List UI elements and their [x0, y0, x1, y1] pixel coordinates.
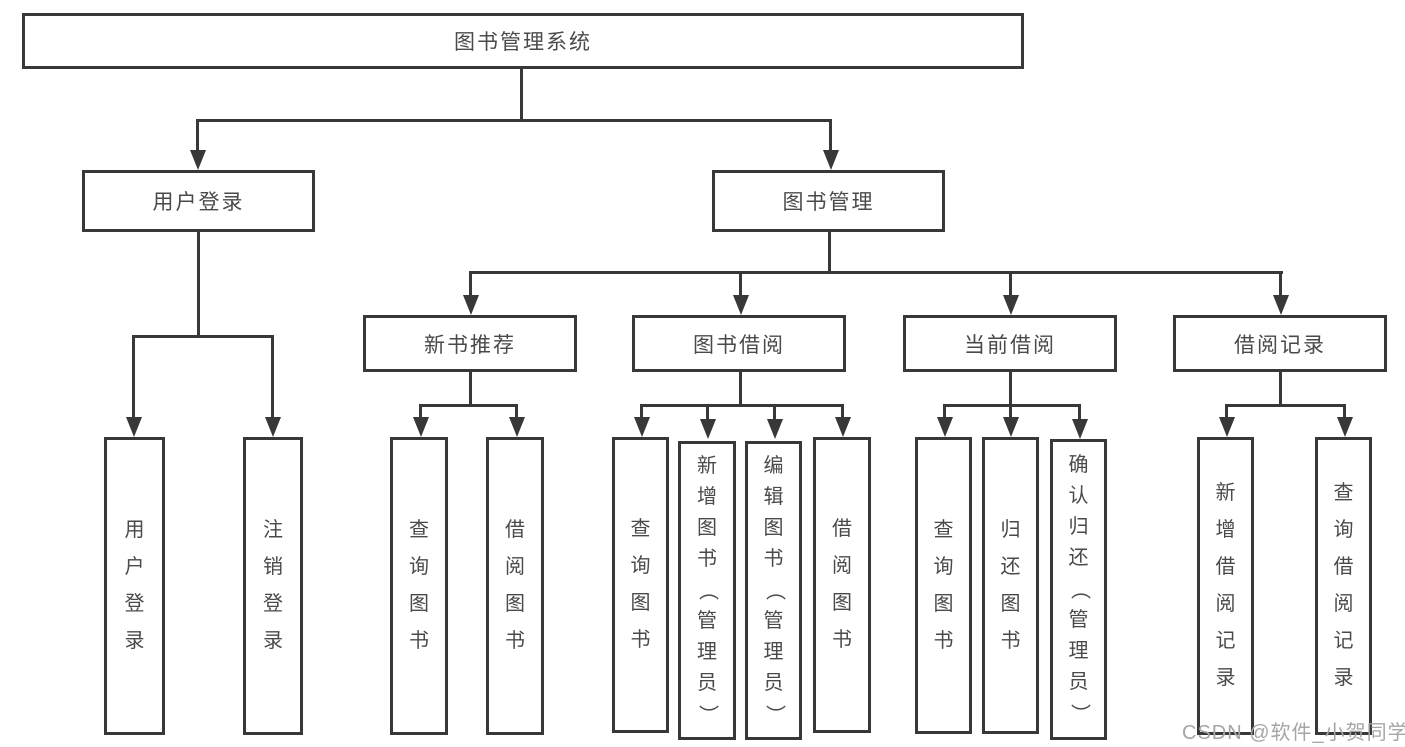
- leaf-records-add-record: 新增借阅记录: [1197, 437, 1254, 735]
- connector-line: [640, 404, 643, 419]
- leaf-newbooks-borrow-book: 借阅图书: [486, 437, 544, 735]
- arrow-down-icon: [767, 419, 783, 439]
- connector-line: [841, 404, 844, 419]
- connector-line: [1343, 404, 1346, 419]
- connector-line: [419, 404, 422, 419]
- leaf-current-query-book-label: 查询图书: [933, 518, 954, 652]
- leaf-records-query-record-label: 查询借阅记录: [1333, 482, 1354, 689]
- arrow-down-icon: [937, 417, 953, 437]
- connector-line: [196, 119, 199, 152]
- arrow-down-icon: [126, 417, 142, 437]
- leaf-logout: 注销登录: [243, 437, 303, 735]
- node-user-login: 用户登录: [82, 170, 315, 232]
- node-current-borrow-label: 当前借阅: [964, 333, 1056, 357]
- connector-line: [739, 271, 742, 297]
- leaf-borrowing-add-book-admin-label: 新增图书（管理员）: [696, 455, 719, 725]
- node-book-borrow: 图书借阅: [632, 315, 846, 372]
- arrow-down-icon: [823, 150, 839, 170]
- connector-line: [943, 404, 946, 419]
- connector-line: [829, 119, 832, 152]
- leaf-current-return-book-label: 归还图书: [1000, 518, 1021, 652]
- connector-line: [1009, 271, 1012, 297]
- arrow-down-icon: [265, 417, 281, 437]
- leaf-current-return-book: 归还图书: [982, 437, 1039, 734]
- connector-line: [706, 404, 709, 419]
- arrow-down-icon: [835, 417, 851, 437]
- arrow-down-icon: [509, 417, 525, 437]
- arrow-down-icon: [413, 417, 429, 437]
- connector-line: [196, 119, 832, 122]
- leaf-records-query-record: 查询借阅记录: [1315, 437, 1372, 735]
- connector-line: [515, 404, 518, 419]
- leaf-borrowing-edit-book-admin: 编辑图书（管理员）: [745, 441, 802, 740]
- connector-line: [469, 271, 472, 297]
- connector-line: [469, 271, 1283, 274]
- leaf-borrowing-edit-book-admin-label: 编辑图书（管理员）: [763, 455, 785, 725]
- leaf-user-login: 用户登录: [104, 437, 165, 735]
- leaf-newbooks-query-book-label: 查询图书: [409, 519, 429, 652]
- connector-line: [1009, 372, 1012, 407]
- connector-line: [132, 335, 135, 419]
- arrow-down-icon: [1003, 295, 1019, 315]
- leaf-borrowing-borrow-book: 借阅图书: [813, 437, 871, 733]
- node-book-management-label: 图书管理: [782, 191, 875, 214]
- leaf-borrowing-query-book-label: 查询图书: [630, 518, 651, 651]
- connector-line: [773, 404, 776, 419]
- arrow-down-icon: [1003, 417, 1019, 437]
- node-root-label: 图书管理系统: [454, 31, 592, 54]
- arrow-down-icon: [700, 419, 716, 439]
- leaf-borrowing-borrow-book-label: 借阅图书: [832, 518, 852, 651]
- arrow-down-icon: [634, 417, 650, 437]
- connector-line: [1225, 404, 1228, 419]
- arrow-down-icon: [190, 150, 206, 170]
- leaf-newbooks-query-book: 查询图书: [390, 437, 448, 735]
- node-borrow-record-label: 借阅记录: [1234, 333, 1326, 357]
- node-book-management: 图书管理: [712, 170, 945, 232]
- node-root-library-system: 图书管理系统: [22, 13, 1024, 69]
- connector-line: [132, 335, 274, 338]
- leaf-current-confirm-return-admin-label: 确认归还（管理员）: [1068, 454, 1090, 724]
- connector-line: [1225, 404, 1345, 407]
- connector-line: [197, 232, 200, 338]
- arrow-down-icon: [733, 295, 749, 315]
- leaf-logout-label: 注销登录: [263, 519, 283, 652]
- arrow-down-icon: [1273, 295, 1289, 315]
- connector-line: [640, 404, 844, 407]
- node-user-login-label: 用户登录: [152, 191, 245, 214]
- leaf-current-query-book: 查询图书: [915, 437, 972, 734]
- leaf-borrowing-query-book: 查询图书: [612, 437, 669, 733]
- connector-line: [828, 232, 831, 274]
- leaf-borrowing-add-book-admin: 新增图书（管理员）: [678, 441, 736, 740]
- node-current-borrow: 当前借阅: [903, 315, 1117, 372]
- leaf-current-confirm-return-admin: 确认归还（管理员）: [1050, 439, 1107, 740]
- node-new-book-recommend-label: 新书推荐: [424, 333, 516, 357]
- connector-line: [271, 335, 274, 419]
- connector-line: [520, 68, 523, 121]
- connector-line: [419, 404, 518, 407]
- node-new-book-recommend: 新书推荐: [363, 315, 577, 372]
- connector-line: [469, 372, 472, 407]
- connector-line: [1279, 271, 1282, 297]
- csdn-watermark: CSDN @软件_小贺同学: [1182, 722, 1405, 744]
- connector-line: [943, 404, 1081, 407]
- leaf-newbooks-borrow-book-label: 借阅图书: [505, 519, 525, 652]
- connector-line: [1009, 404, 1012, 419]
- node-book-borrow-label: 图书借阅: [693, 333, 785, 357]
- arrow-down-icon: [1337, 417, 1353, 437]
- connector-line: [739, 372, 742, 407]
- connector-line: [1279, 372, 1282, 407]
- arrow-down-icon: [1072, 419, 1088, 439]
- node-borrow-record: 借阅记录: [1173, 315, 1387, 372]
- connector-line: [1078, 404, 1081, 419]
- arrow-down-icon: [1219, 417, 1235, 437]
- leaf-records-add-record-label: 新增借阅记录: [1215, 482, 1236, 689]
- leaf-user-login-label: 用户登录: [124, 519, 145, 652]
- arrow-down-icon: [463, 295, 479, 315]
